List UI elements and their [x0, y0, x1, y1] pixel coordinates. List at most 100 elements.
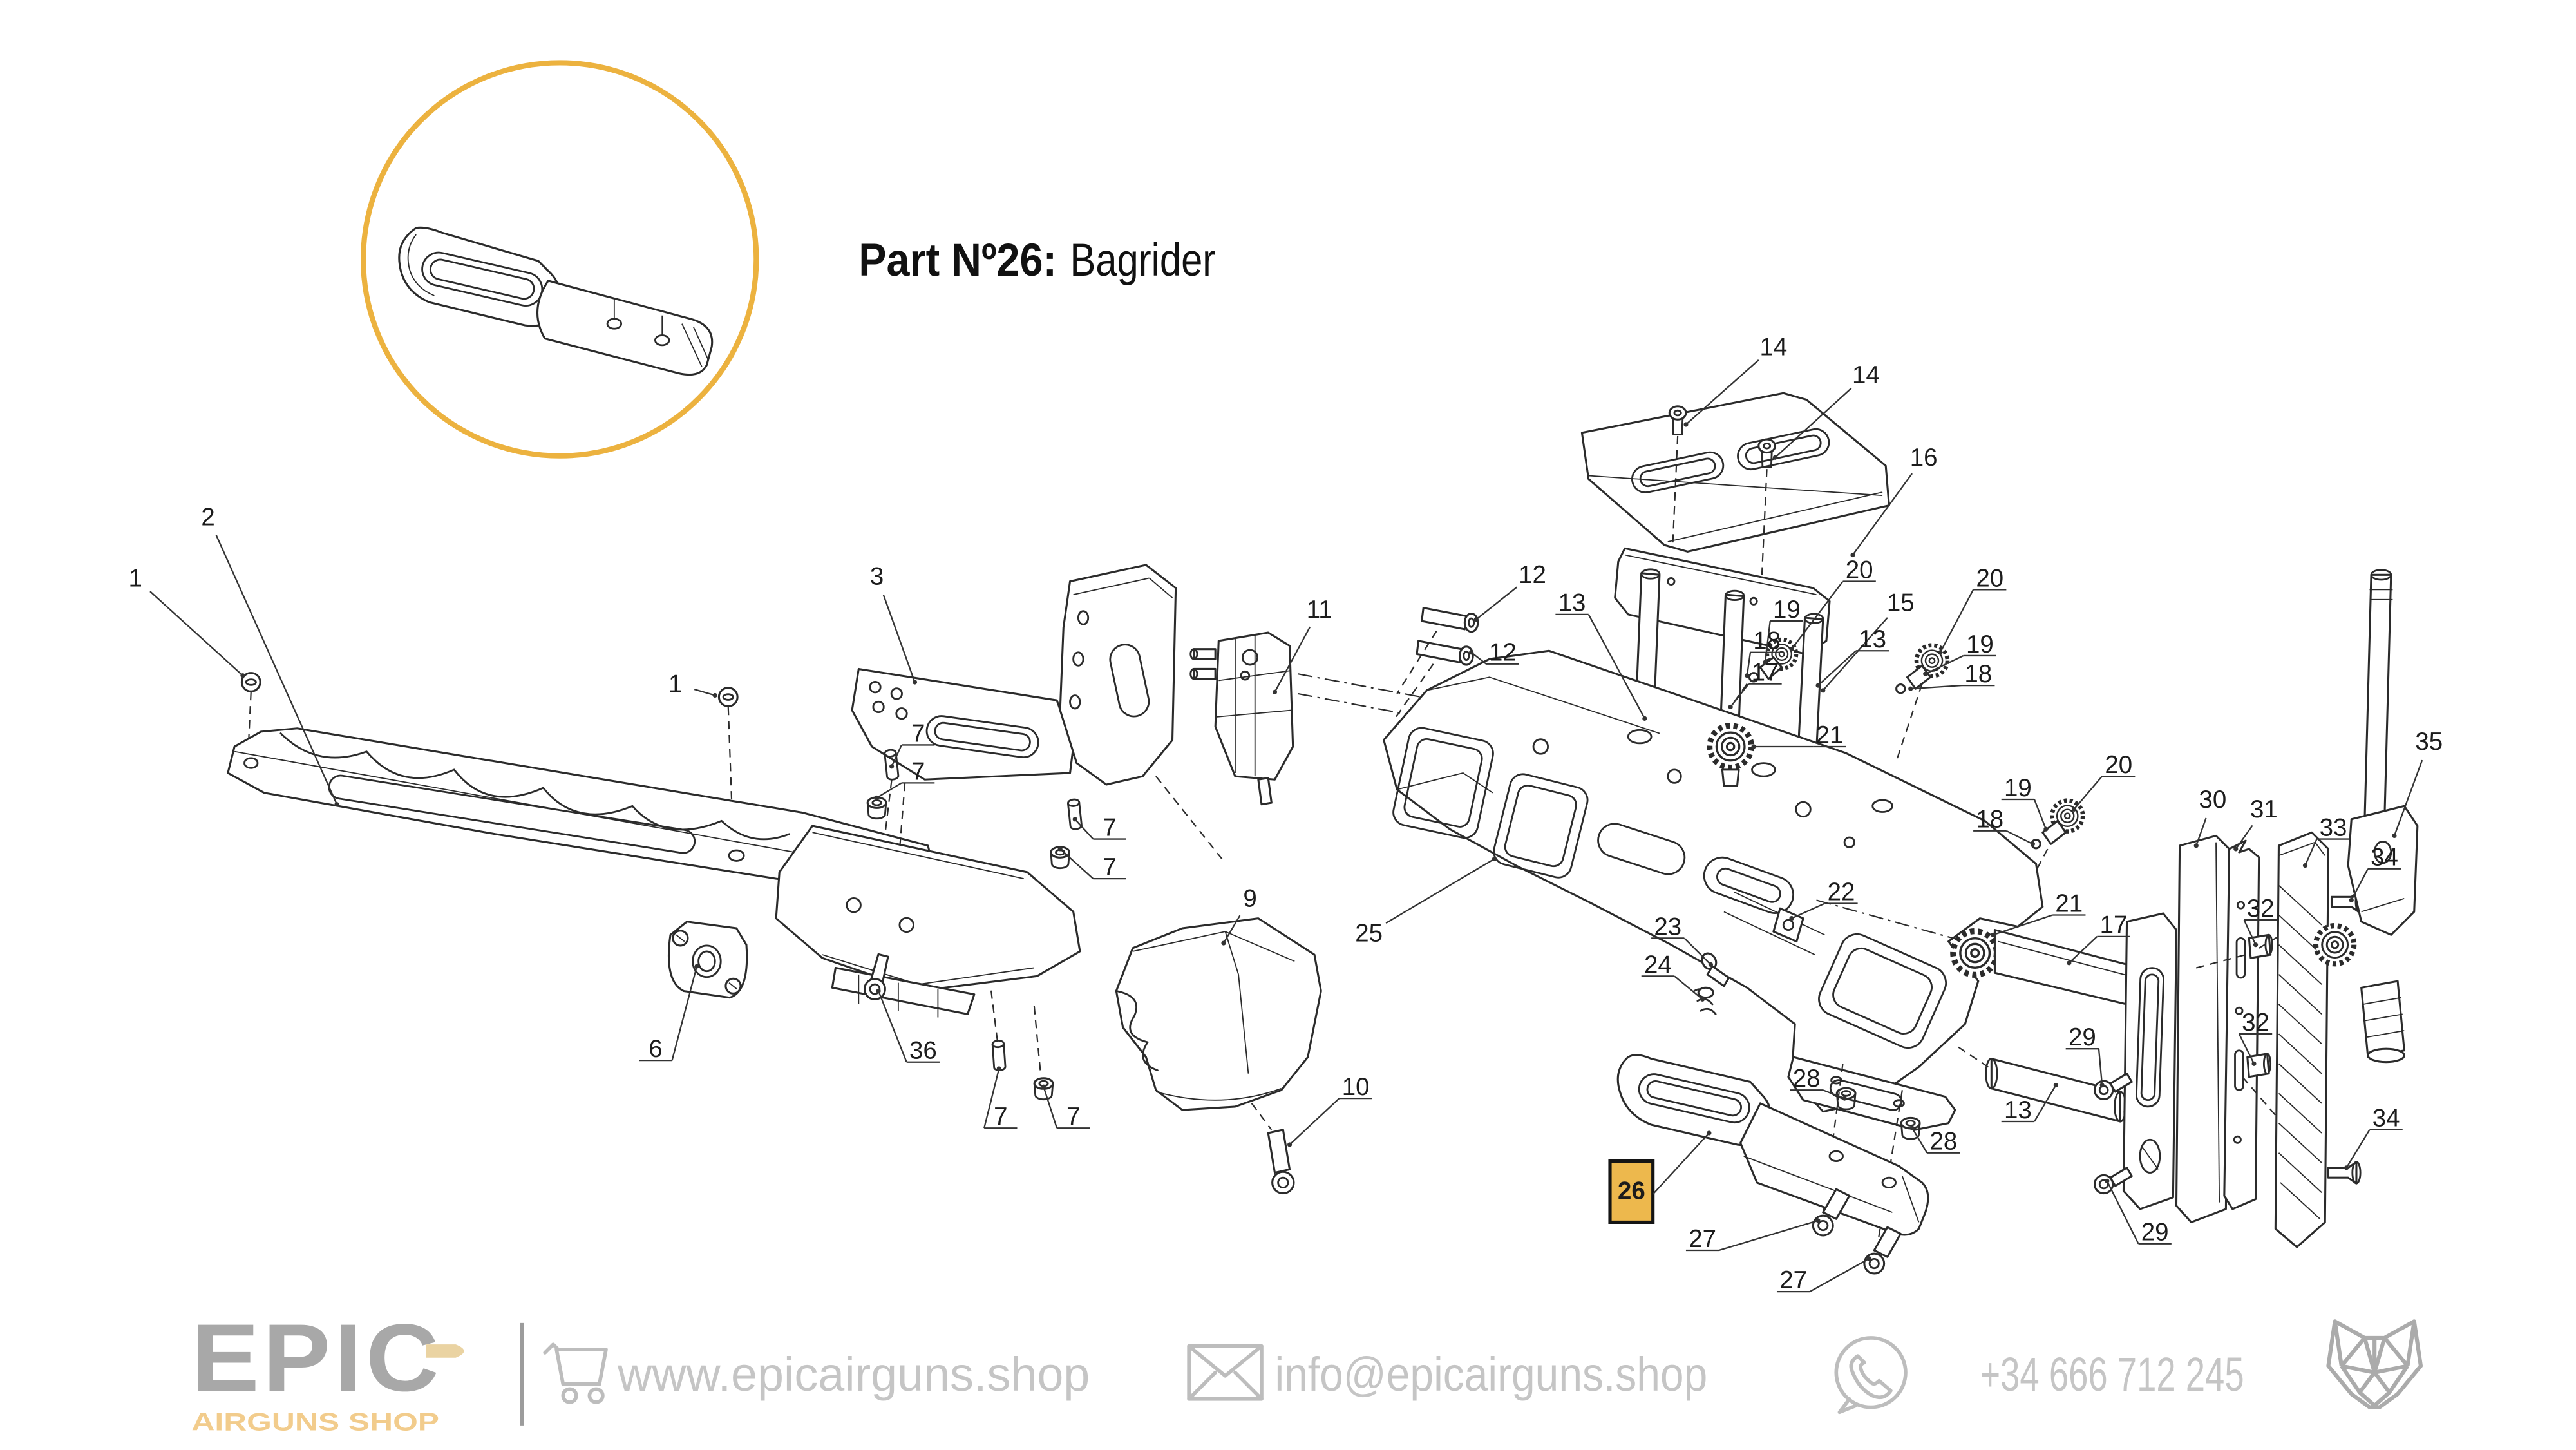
svg-text:36: 36 — [909, 1037, 937, 1065]
svg-text:19: 19 — [1773, 596, 1801, 624]
detail-circle-group — [361, 60, 759, 459]
callout-36: 36 — [876, 988, 940, 1065]
monopod-drawing — [2316, 569, 2419, 1064]
footer-email-group[interactable]: info@epicairguns.shop — [1187, 1344, 1707, 1401]
washer-1-left — [240, 672, 261, 692]
detail-circle — [361, 60, 759, 459]
callout-29: 29 — [2105, 1178, 2172, 1246]
page-title-part-number: Part Nº26: — [858, 234, 1057, 286]
svg-text:10: 10 — [1342, 1073, 1370, 1101]
svg-text:20: 20 — [1846, 556, 1873, 584]
callout-12: 12 — [1473, 561, 1546, 622]
left-assembly-drawing — [227, 564, 1615, 1195]
svg-text:17: 17 — [2100, 911, 2128, 939]
svg-text:34: 34 — [2372, 1105, 2400, 1132]
callout-31: 31 — [2233, 796, 2278, 852]
callout-23: 23 — [1651, 913, 1713, 968]
svg-text:16: 16 — [1910, 444, 1938, 472]
svg-text:29: 29 — [2141, 1219, 2169, 1246]
svg-text:25: 25 — [1355, 920, 1383, 948]
bagrider-plate-drawing — [1580, 392, 1890, 575]
svg-text:13: 13 — [1859, 625, 1886, 653]
footer: EPIC AIRGUNS SHOP www.epicairguns.shop i… — [191, 1304, 2423, 1436]
svg-text:14: 14 — [1759, 333, 1787, 361]
cheek-plate-drawing — [2122, 912, 2178, 1210]
pin-7-e — [991, 1039, 1007, 1072]
svg-text:7: 7 — [1103, 814, 1116, 841]
svg-text:29: 29 — [2069, 1024, 2096, 1051]
callout-34: 34 — [2344, 1105, 2403, 1170]
callout-3: 3 — [870, 563, 918, 685]
svg-text:15: 15 — [1887, 589, 1915, 617]
callout-26: 26 — [1608, 1130, 1712, 1224]
callout-28: 28 — [1909, 1125, 1960, 1156]
callout-32: 32 — [2238, 1009, 2273, 1066]
svg-text:14: 14 — [1852, 361, 1880, 389]
svg-text:28: 28 — [1930, 1128, 1958, 1156]
svg-text:13: 13 — [1558, 589, 1586, 617]
svg-text:21: 21 — [2055, 890, 2083, 917]
callout-10: 10 — [1287, 1073, 1372, 1147]
footer-website-group[interactable]: www.epicairguns.shop — [543, 1342, 1090, 1404]
svg-text:28: 28 — [1793, 1065, 1821, 1092]
svg-text:33: 33 — [2320, 814, 2347, 841]
callout-15: 15 — [1821, 589, 1915, 693]
svg-text:7: 7 — [911, 758, 925, 785]
callout-27: 27 — [1776, 1256, 1872, 1294]
epic-logo: EPIC AIRGUNS SHOP — [191, 1304, 464, 1436]
callout-7: 7 — [874, 758, 935, 801]
cheek-wheel-21 — [1953, 931, 1997, 975]
callout-6: 6 — [639, 964, 699, 1063]
page-title-part-name: Bagrider — [1070, 234, 1216, 286]
title-group: Part Nº26: Bagrider — [858, 234, 1215, 286]
callout-20: 20 — [1938, 564, 2007, 655]
bagrider-detail-drawing — [398, 226, 714, 376]
cart-icon — [543, 1342, 608, 1404]
footer-phone-group[interactable]: +34 666 712 245 — [1834, 1336, 2244, 1415]
callout-18: 18 — [1745, 627, 1784, 678]
whatsapp-phone-icon — [1834, 1336, 1908, 1415]
svg-text:24: 24 — [1644, 951, 1672, 978]
callout-32: 32 — [2243, 895, 2277, 948]
callout-19: 19 — [1763, 596, 1803, 665]
callout-12: 12 — [1469, 639, 1519, 667]
callout-7: 7 — [1041, 1084, 1090, 1130]
callout-19: 19 — [1923, 631, 1996, 676]
action-bracket-drawing — [851, 667, 1075, 846]
svg-text:18: 18 — [1753, 627, 1781, 655]
callout-33: 33 — [2302, 814, 2350, 868]
wolf-logo-icon — [2326, 1319, 2423, 1409]
envelope-icon — [1187, 1344, 1264, 1401]
callout-16: 16 — [1850, 444, 1938, 558]
chassis-frame-drawing — [1383, 649, 2044, 1113]
logo-sub-text: AIRGUNS SHOP — [191, 1409, 439, 1436]
footer-email-text[interactable]: info@epicairguns.shop — [1274, 1348, 1707, 1401]
callout-13: 13 — [2001, 1083, 2058, 1124]
pistol-grip-drawing — [1115, 917, 1322, 1195]
svg-text:18: 18 — [1964, 660, 1992, 688]
callout-17: 17 — [2067, 911, 2130, 966]
thumbwheel-cluster-b — [1895, 645, 1947, 763]
svg-text:9: 9 — [1243, 885, 1256, 913]
svg-text:11: 11 — [1307, 596, 1332, 624]
callout-7: 7 — [1072, 814, 1126, 841]
callout-20: 20 — [2071, 751, 2136, 812]
callout-11: 11 — [1272, 596, 1332, 694]
footer-website-text[interactable]: www.epicairguns.shop — [617, 1348, 1090, 1401]
svg-text:18: 18 — [1976, 806, 2003, 834]
callout-7: 7 — [889, 720, 935, 769]
callout-1: 1 — [668, 670, 717, 698]
callout-28: 28 — [1790, 1065, 1847, 1101]
logo-main-text: EPIC — [191, 1304, 442, 1411]
footer-phone-text[interactable]: +34 666 712 245 — [1980, 1348, 2244, 1401]
svg-text:19: 19 — [2004, 774, 2032, 802]
callout-35: 35 — [2392, 728, 2443, 839]
screw-29-upper — [2094, 1073, 2133, 1100]
callout-13: 13 — [1555, 589, 1647, 721]
svg-text:7: 7 — [1103, 854, 1116, 881]
callout-13: 13 — [1815, 625, 1889, 688]
svg-text:35: 35 — [2415, 728, 2443, 756]
svg-text:2: 2 — [201, 503, 214, 531]
